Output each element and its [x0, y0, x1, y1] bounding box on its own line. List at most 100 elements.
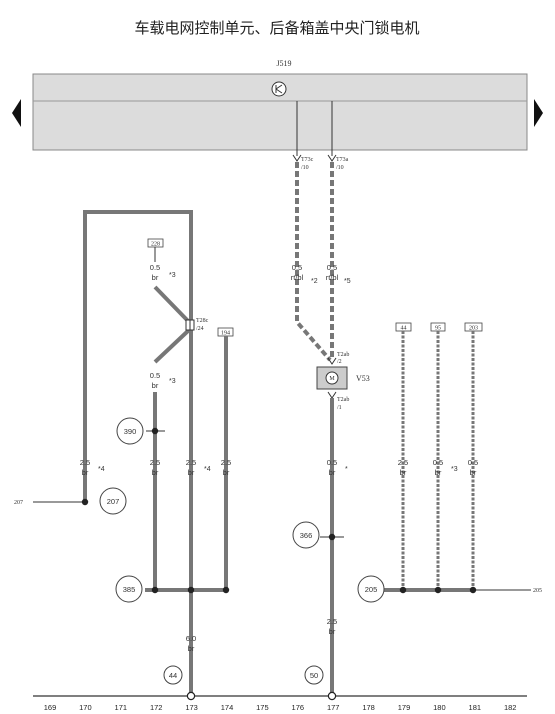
wire-loop-170-173 [83, 210, 193, 693]
column-number-182: 182 [504, 703, 517, 712]
ref-box-228-text: 228 [151, 242, 160, 248]
bubble-50-text: 50 [310, 671, 318, 680]
motor-symbol: M [329, 376, 335, 382]
control-unit-chip-icon [271, 81, 287, 97]
junction-390-dot [151, 427, 159, 435]
ground-point-173 [186, 691, 196, 701]
footnote-3c: *3 [451, 466, 458, 473]
wire-177-top-size: 0.5 [327, 263, 337, 272]
wire-t28c-to-390 [153, 328, 191, 364]
junction-205-180 [434, 586, 442, 594]
wire-173-bottom-size: 6.0 [186, 634, 196, 643]
connector-t73c-icon [292, 154, 302, 162]
wire-170-size: 2.5 [80, 458, 90, 467]
wire-177-size: 0.5 [327, 458, 337, 467]
bubble-366 [292, 521, 320, 549]
connector-t2ab-top-pin: /2 [337, 359, 342, 365]
wire-179-color: br [400, 468, 407, 477]
column-number-180: 180 [433, 703, 446, 712]
column-number-178: 178 [362, 703, 375, 712]
connector-t2ab-bottom-name: T2ab [337, 397, 349, 403]
column-number-169: 169 [44, 703, 57, 712]
connector-t73a-pin: /10 [336, 165, 344, 171]
edge-ref-right: 205 [533, 588, 542, 594]
bubble-205-text: 205 [365, 585, 378, 594]
bubble-207 [99, 487, 127, 515]
wire-173-top-size: 0.5 [150, 263, 160, 272]
wire-176-size: 0.5 [292, 263, 302, 272]
bubble-50 [304, 665, 324, 685]
connector-t73a-name: T73a [336, 157, 349, 163]
wire-181-color: br [470, 468, 477, 477]
footnote-3b: *3 [169, 378, 176, 385]
connector-t28c-icon [185, 319, 195, 331]
motor-label: V53 [356, 374, 370, 383]
wire-173-mid-color: br [152, 381, 159, 390]
connector-t2ab-top-name: T2ab [337, 352, 349, 358]
footnote-4a: *4 [98, 466, 105, 473]
connector-t2ab-top-icon [327, 357, 337, 365]
scroll-right-arrow-icon[interactable] [534, 99, 543, 127]
column-number-172: 172 [150, 703, 163, 712]
diagram-title: 车载电网控制单元、后备箱盖中央门锁电机 [134, 19, 419, 37]
column-number-179: 179 [398, 703, 411, 712]
wire-180-color: br [435, 468, 442, 477]
connector-t73a-icon [327, 154, 337, 162]
wire-170-color: br [82, 468, 89, 477]
wire-180-size: 0.5 [433, 458, 443, 467]
bubble-366-text: 366 [300, 531, 313, 540]
ref-box-95-text: 95 [435, 326, 441, 332]
footnote-4b: *4 [204, 466, 211, 473]
ref-box-203-text: 203 [469, 326, 478, 332]
wire-172-color: br [152, 468, 159, 477]
ref-box-44-text: 44 [401, 326, 407, 332]
junction-385-174 [222, 586, 230, 594]
edge-ref-left: 207 [14, 500, 23, 506]
bubble-44 [163, 665, 183, 685]
bubble-390 [116, 417, 144, 445]
wire-177-bottom-color: br [329, 627, 336, 636]
wire-173-size: 2.5 [186, 458, 196, 467]
junction-207-dot [81, 498, 89, 506]
junction-366-dot [328, 533, 336, 541]
wire-rtbl-t73c [295, 162, 332, 362]
footnote-177: * [345, 466, 348, 473]
scroll-left-arrow-icon[interactable] [12, 99, 21, 127]
column-number-176: 176 [292, 703, 305, 712]
junction-385-173 [187, 586, 195, 594]
column-number-170: 170 [79, 703, 92, 712]
wire-181-size: 0.5 [468, 458, 478, 467]
wire-173-color: br [188, 468, 195, 477]
connector-t28c-name: T28c [196, 318, 209, 324]
connector-t73c-name: T73c [301, 157, 314, 163]
wire-228-to-t28c [153, 285, 191, 324]
bubble-390-text: 390 [124, 427, 137, 436]
bubble-44-text: 44 [169, 671, 177, 680]
connector-t2ab-bottom-pin: /1 [337, 405, 342, 411]
junction-205-181 [469, 586, 477, 594]
column-number-174: 174 [221, 703, 234, 712]
footnote-2: *2 [311, 278, 318, 285]
column-number-175: 175 [256, 703, 269, 712]
wire-176-color: rt/bl [291, 273, 304, 282]
connector-t2ab-bottom-icon [327, 391, 337, 399]
wire-177-color: br [329, 468, 336, 477]
bubble-385-text: 385 [123, 585, 136, 594]
ground-point-177 [327, 691, 337, 701]
control-unit-label: J519 [276, 59, 291, 68]
wire-174-color: br [223, 468, 230, 477]
ref-box-194-text: 194 [221, 331, 230, 337]
connector-t73c-pin: /10 [301, 165, 309, 171]
wire-173-bottom-color: br [188, 644, 195, 653]
wire-173-mid-size: 0.5 [150, 371, 160, 380]
footnote-3a: *3 [169, 272, 176, 279]
column-number-177: 177 [327, 703, 340, 712]
bubble-385 [115, 575, 143, 603]
footnote-5: *5 [344, 278, 351, 285]
wire-174-size: 2.5 [221, 458, 231, 467]
connector-t28c-pin: /24 [196, 326, 204, 332]
wire-179-size: 2.5 [398, 458, 408, 467]
wire-177-bottom-size: 2.5 [327, 617, 337, 626]
